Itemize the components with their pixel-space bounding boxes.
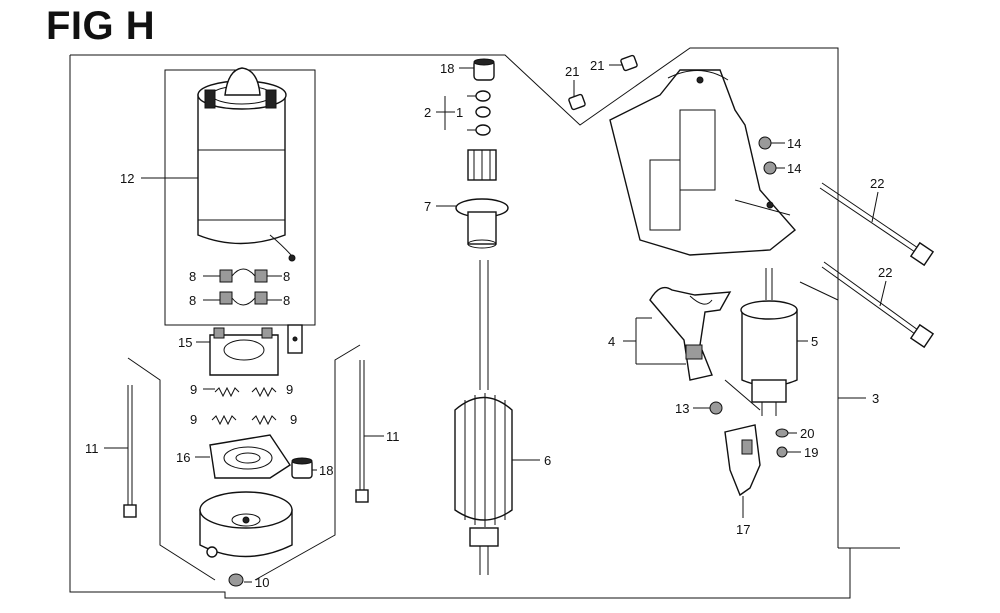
- part-number-labels: 12 8 8 8 8 15 9 9 9 9 16 18 11 11 10 18 …: [85, 58, 892, 590]
- brush-set-part: [219, 268, 268, 306]
- shift-lever-part: [649, 286, 732, 381]
- label-part-18-top: 18: [440, 61, 454, 76]
- label-part-4: 4: [608, 334, 615, 349]
- cap-top-part: [473, 58, 495, 81]
- nut-13-part: [709, 401, 723, 415]
- end-cover-part: [199, 491, 293, 558]
- label-part-20: 20: [800, 426, 814, 441]
- label-part-19: 19: [804, 445, 818, 460]
- through-bolt-left-part: [123, 385, 137, 518]
- label-part-10: 10: [255, 575, 269, 590]
- label-part-21a: 21: [565, 64, 579, 79]
- label-part-22a: 22: [870, 176, 884, 191]
- label-part-18-lower: 18: [319, 463, 333, 478]
- stator-housing-part: [197, 67, 296, 262]
- brush-plate-part: [209, 434, 291, 479]
- spring-set-part: [211, 386, 277, 426]
- nut-bottom-part: [228, 573, 244, 587]
- bolt-lower-part: [821, 261, 935, 349]
- label-part-8d: 8: [283, 293, 290, 308]
- bushing-top-part: [568, 54, 638, 111]
- label-part-22b: 22: [878, 265, 892, 280]
- label-part-11-left: 11: [85, 441, 99, 456]
- label-part-14b: 14: [787, 161, 801, 176]
- label-part-5: 5: [811, 334, 818, 349]
- label-part-9d: 9: [290, 412, 297, 427]
- label-part-7: 7: [424, 199, 431, 214]
- label-part-11-right: 11: [386, 429, 400, 444]
- label-part-12: 12: [120, 171, 134, 186]
- through-bolt-right-part: [355, 360, 369, 503]
- assembly-outline-frame: [69, 47, 900, 599]
- label-part-3: 3: [872, 391, 879, 406]
- label-part-1: 1: [456, 105, 463, 120]
- nut-set-14-part: [758, 136, 777, 175]
- bushing-lower-part: [291, 457, 313, 479]
- label-part-15: 15: [178, 335, 192, 350]
- contact-plate-part: [724, 424, 761, 497]
- solenoid-part: [740, 268, 798, 416]
- label-part-13: 13: [675, 401, 689, 416]
- leader-lines: [104, 64, 887, 583]
- label-part-9b: 9: [286, 382, 293, 397]
- washer-nut-pair-part: [775, 428, 789, 458]
- assembly-dashed-lines: [127, 281, 839, 581]
- bolt-upper-part: [819, 182, 935, 267]
- label-part-17: 17: [736, 522, 750, 537]
- pinion-clutch-part: [455, 149, 509, 249]
- figure-title: FIG H: [46, 4, 156, 48]
- gear-housing-part: [609, 69, 797, 256]
- label-part-8c: 8: [189, 293, 196, 308]
- label-part-2: 2: [424, 105, 431, 120]
- washer-set-part: [475, 90, 491, 136]
- label-part-6: 6: [544, 453, 551, 468]
- label-part-16: 16: [176, 450, 190, 465]
- label-part-9a: 9: [190, 382, 197, 397]
- label-part-8a: 8: [189, 269, 196, 284]
- label-part-21b: 21: [590, 58, 604, 73]
- label-part-9c: 9: [190, 412, 197, 427]
- armature-part: [454, 260, 513, 575]
- label-part-14a: 14: [787, 136, 801, 151]
- brush-holder-part: [209, 324, 303, 376]
- label-part-8b: 8: [283, 269, 290, 284]
